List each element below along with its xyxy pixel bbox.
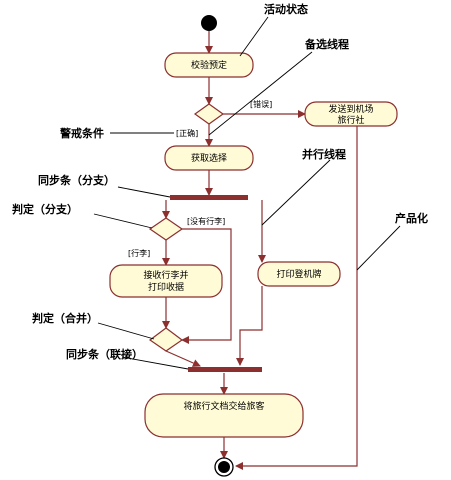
node-validate-label: 校验预定	[191, 59, 227, 71]
leader-sync-bar-split	[117, 186, 171, 198]
node-print-boarding-label: 打印登机牌	[276, 268, 321, 280]
flow-no-luggage	[181, 228, 232, 344]
guard-luggage: [行李]	[128, 248, 150, 258]
anno-decision-merge: 判定（合并）	[32, 311, 98, 325]
leader-alternate-thread	[208, 51, 313, 136]
leader-productize	[356, 225, 401, 271]
end-node	[214, 457, 234, 477]
leader-activity-state	[239, 16, 269, 57]
node-get-tickets: 获取选择	[164, 145, 254, 171]
guard-error: [错误]	[250, 99, 272, 109]
anno-productize: 产品化	[395, 211, 428, 225]
anno-alternate-thread: 备选线程	[304, 37, 349, 51]
sync-bar-split	[170, 195, 248, 200]
decision-luggage	[148, 217, 184, 241]
node-validate: 校验预定	[164, 52, 254, 78]
leader-sync-bar-join	[121, 356, 189, 370]
node-checkin-line1: 接收行李并	[143, 269, 188, 281]
node-send-agency-line1: 发送到机场	[328, 103, 373, 115]
node-print-boarding: 打印登机牌	[257, 261, 341, 287]
anno-sync-bar-join: 同步条（联接）	[66, 347, 143, 361]
sync-bar-join	[188, 367, 262, 372]
guard-correct: [正确]	[176, 128, 198, 138]
leader-concurrent-thread	[261, 159, 331, 226]
control-flows	[162, 31, 358, 470]
start-node	[201, 15, 217, 31]
guard-no-luggage: [没有行李]	[187, 216, 225, 226]
node-give-docs-label: 将旅行文档交给旅客	[183, 400, 264, 412]
node-checkin: 接收行李并 打印收据	[109, 264, 223, 298]
node-checkin-line2: 打印收据	[148, 281, 184, 293]
node-get-tickets-label: 获取选择	[191, 152, 227, 164]
annotation-leaders	[93, 16, 401, 370]
flow-send-to-end	[235, 126, 358, 470]
anno-activity-state: 活动状态	[264, 2, 308, 16]
anno-sync-bar-split: 同步条（分支）	[38, 173, 115, 187]
anno-guard-condition: 警戒条件	[59, 126, 104, 140]
node-send-agency: 发送到机场 旅行社	[304, 101, 398, 127]
flow-merge-to-bar	[165, 350, 201, 367]
flow-print-to-bar	[236, 286, 263, 366]
node-send-agency-line2: 旅行社	[337, 114, 364, 126]
decision-validate	[193, 103, 225, 125]
node-give-docs: 将旅行文档交给旅客	[144, 393, 304, 438]
decision-merge	[148, 327, 184, 352]
leader-decision-split	[93, 213, 153, 229]
leader-decision-merge	[97, 322, 155, 340]
anno-concurrent-thread: 并行线程	[302, 147, 346, 161]
anno-decision-split: 判定（分支）	[12, 202, 78, 216]
